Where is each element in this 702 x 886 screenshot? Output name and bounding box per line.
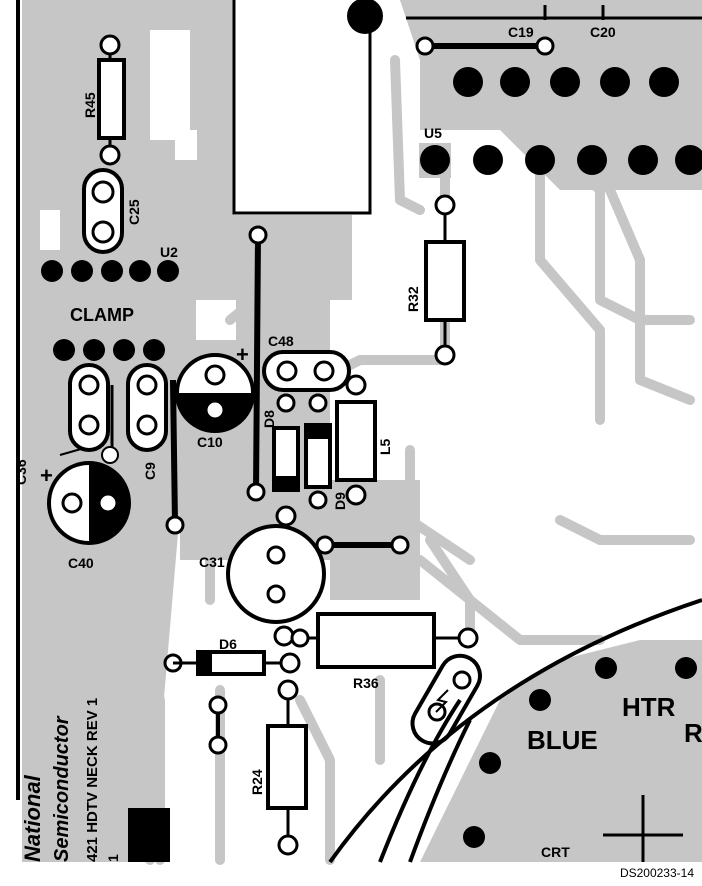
u2-pads: [41, 260, 179, 282]
brand-line-1: National: [20, 774, 45, 862]
black-traces: [59, 5, 702, 745]
label-d8: D8: [261, 410, 277, 428]
label-c10: C10: [197, 434, 223, 450]
figure-id: DS200233-14: [619, 866, 694, 880]
c10-electrolytic: [175, 353, 255, 433]
label-blue: BLUE: [527, 725, 598, 755]
labels: C19 C20 R45 C25 U2 U5 R32 CLAMP C48 + C3…: [13, 24, 702, 862]
r36-resistor: [290, 612, 479, 669]
label-d9: D9: [332, 492, 348, 510]
label-crt: CRT: [541, 844, 570, 860]
r45-resistor: [97, 34, 126, 166]
label-c36: C36: [13, 459, 29, 485]
c31-capacitor: [226, 524, 326, 647]
label-c9: C9: [142, 462, 158, 480]
u5-connector: [419, 67, 702, 178]
pour-clearances: [40, 0, 370, 340]
label-d6: D6: [219, 636, 237, 652]
label-u5: U5: [424, 125, 442, 141]
l5-inductor: [335, 374, 377, 506]
c48-capacitor: [262, 350, 351, 392]
label-c19: C19: [508, 24, 534, 40]
d6-diode: [173, 650, 301, 676]
label-htr: HTR: [622, 692, 676, 722]
label-r32: R32: [405, 286, 421, 312]
label-r45: R45: [82, 92, 98, 118]
label-c40: C40: [68, 555, 94, 571]
label-r-cut: R: [684, 718, 702, 748]
clamp-pads: [53, 339, 165, 361]
crt-socket: [328, 598, 702, 864]
vias: [163, 36, 555, 755]
ic-outline: [232, 0, 372, 215]
polarity-plus-c10: +: [236, 342, 249, 367]
c25-capacitor: [82, 168, 124, 254]
c40-electrolytic: [47, 461, 131, 545]
label-clamp: CLAMP: [70, 305, 134, 325]
c9-capacitor: [126, 363, 168, 452]
c36-capacitor: [68, 363, 119, 464]
brand-line-2: Semiconductor: [51, 715, 73, 862]
d9-diode: [304, 393, 332, 510]
label-c25: C25: [126, 199, 142, 225]
polarity-plus-c40: +: [40, 463, 53, 488]
logo-mark: [128, 808, 170, 862]
label-c31: C31: [199, 554, 225, 570]
d8-diode: [272, 393, 300, 527]
board-rev-extra: 1: [105, 854, 121, 862]
r32-resistor: [424, 194, 466, 366]
board-rev-text: 421 HDTV NECK REV 1: [84, 698, 101, 862]
spark-gap: [410, 653, 482, 746]
label-c48: C48: [268, 333, 294, 349]
label-c20: C20: [590, 24, 616, 40]
r24-resistor: [266, 679, 308, 856]
ic-pin1-dot: [347, 0, 383, 34]
label-r24: R24: [249, 769, 265, 795]
label-l5: L5: [377, 438, 393, 455]
label-u2: U2: [160, 244, 178, 260]
label-r36: R36: [353, 675, 379, 691]
